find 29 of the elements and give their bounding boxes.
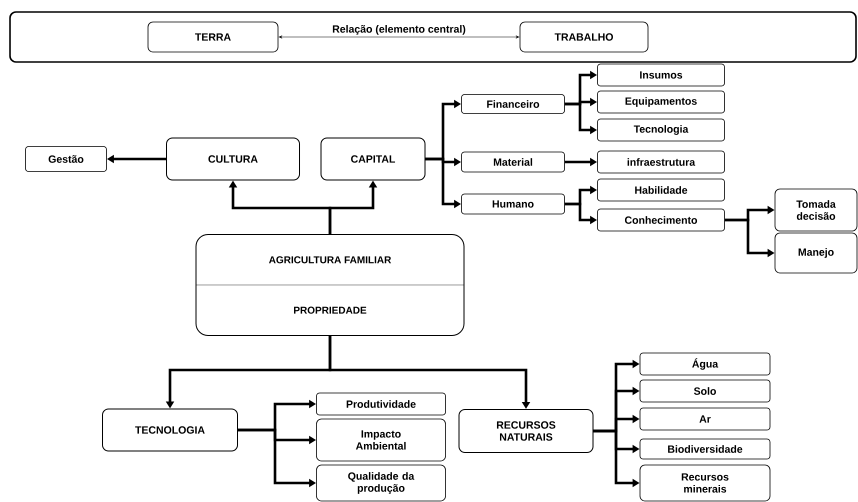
label-box: Recursos minerais xyxy=(640,464,770,502)
label-box: Qualidade da produção xyxy=(316,464,446,502)
label-box: Humano xyxy=(461,194,565,214)
label-box: Material xyxy=(461,152,565,172)
central-box: AGRICULTURA FAMILIAR PROPRIEDADE xyxy=(196,234,464,336)
label-box: Impacto Ambiental xyxy=(316,418,446,462)
label-box: CAPITAL xyxy=(320,138,426,180)
label-box: RECURSOS NATURAIS xyxy=(458,409,594,453)
label-box: Equipamentos xyxy=(597,90,725,114)
label-box: Financeiro xyxy=(461,94,565,114)
label-box: infraestrutura xyxy=(597,150,725,174)
label-box: Solo xyxy=(640,380,770,402)
label-box: Água xyxy=(640,352,770,376)
label-box: Tecnologia xyxy=(597,118,725,142)
label-box: TERRA xyxy=(148,22,278,52)
label-box: Ar xyxy=(640,408,770,430)
label-box: TRABALHO xyxy=(520,22,648,52)
label-box: CULTURA xyxy=(166,138,300,180)
label-box: TECNOLOGIA xyxy=(102,408,238,452)
label-box: Conhecimento xyxy=(597,208,725,232)
label-box: Manejo xyxy=(774,232,858,274)
frame-box xyxy=(9,11,857,63)
edge-label: Relação (elemento central) xyxy=(331,24,467,36)
label-box: Tomada decisão xyxy=(774,188,858,232)
label-box: Produtividade xyxy=(316,392,446,416)
label-box: Biodiversidade xyxy=(640,438,770,460)
label-box: Gestão xyxy=(25,146,107,172)
label-box: Insumos xyxy=(597,64,725,86)
label-box: Habilidade xyxy=(597,178,725,202)
